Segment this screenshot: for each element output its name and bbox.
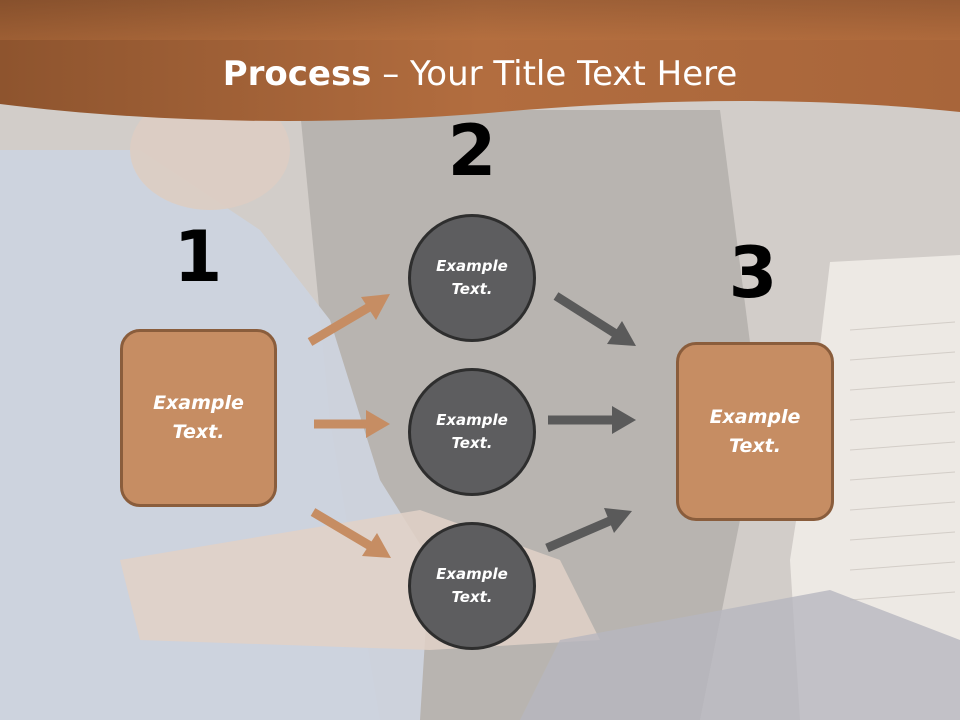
process-box-left-text: Example Text.	[153, 392, 244, 443]
step-number-2: 2	[447, 110, 497, 192]
slide-title: Process – Your Title Text Here	[0, 52, 960, 96]
arrow-left-middle	[314, 410, 390, 438]
arrow-right-top	[553, 292, 636, 346]
process-box-right-text: Example Text.	[709, 405, 801, 457]
process-circle-top: Example Text.	[408, 214, 536, 342]
process-box-right: Example Text.	[676, 342, 834, 521]
process-box-left: Example Text.	[120, 329, 277, 507]
step-number-3: 3	[728, 232, 778, 314]
arrow-left-top	[307, 294, 390, 346]
title-bold: Process	[222, 54, 372, 94]
process-circle-middle: Example Text.	[408, 368, 536, 496]
arrow-right-middle	[548, 406, 636, 434]
title-rest: – Your Title Text Here	[371, 54, 738, 94]
step-number-1: 1	[173, 216, 223, 298]
arrow-right-bottom	[545, 508, 632, 553]
arrow-left-bottom	[310, 508, 391, 558]
process-circle-top-text: Example Text.	[436, 257, 508, 298]
process-circle-bottom-text: Example Text.	[436, 565, 508, 606]
process-circle-middle-text: Example Text.	[436, 411, 508, 452]
process-circle-bottom: Example Text.	[408, 522, 536, 650]
